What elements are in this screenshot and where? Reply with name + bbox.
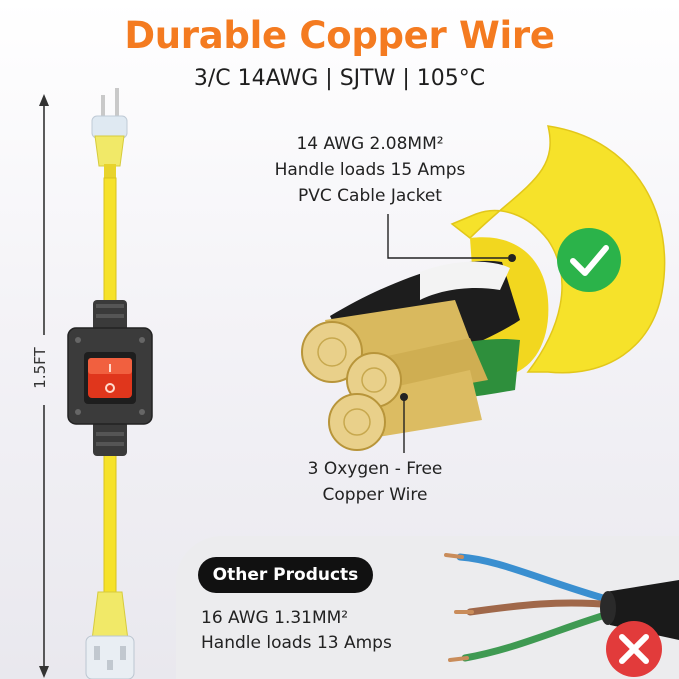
headline: Durable Copper Wire <box>124 14 555 57</box>
spec-subtitle: 3/C 14AWG | SJTW | 105°C <box>193 66 486 91</box>
cable-gland <box>93 300 127 456</box>
length-dimension-arrow <box>39 94 49 678</box>
switch-box <box>67 327 153 425</box>
callout-lines <box>387 214 516 453</box>
spec-line: PVC Cable Jacket <box>298 186 442 206</box>
top-plug <box>91 88 128 180</box>
check-icon <box>557 228 621 292</box>
length-label: 1.5FT <box>31 347 49 389</box>
power-cord <box>103 177 117 595</box>
spec-line: Handle loads 15 Amps <box>274 160 466 180</box>
bottom-plug <box>85 591 135 679</box>
other-products-badge: Other Products <box>198 557 373 593</box>
other-spec-line: Handle loads 13 Amps <box>201 633 392 653</box>
copper-callout: 3 Oxygen - Free Copper Wire <box>290 456 460 508</box>
copper-line: Copper Wire <box>322 485 428 505</box>
copper-strands <box>301 300 488 451</box>
wire-spec-callout: 14 AWG 2.08MM² Handle loads 15 Amps PVC … <box>230 131 510 209</box>
spec-line: 14 AWG 2.08MM² <box>296 134 444 154</box>
copper-line: 3 Oxygen - Free <box>307 459 443 479</box>
other-products-spec: 16 AWG 1.31MM² Handle loads 13 Amps <box>201 606 461 656</box>
other-spec-line: 16 AWG 1.31MM² <box>201 608 349 628</box>
power-switch-icon <box>105 364 115 393</box>
